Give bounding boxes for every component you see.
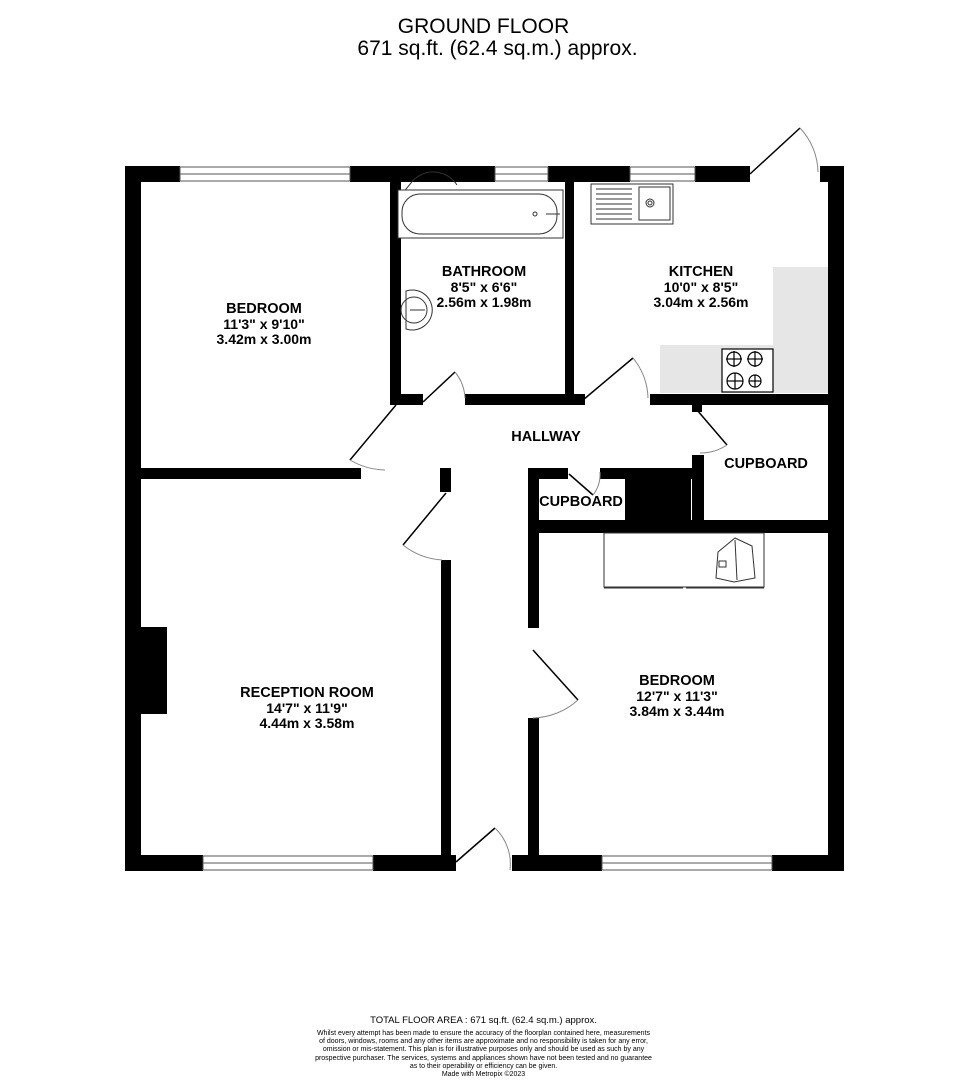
room-dimensions-metric: 3.04m x 2.56m <box>653 294 749 310</box>
room-dimensions-metric: 3.84m x 3.44m <box>629 703 725 719</box>
floor-name: GROUND FLOOR <box>397 15 570 38</box>
room-cupboard-1: CUPBOARD <box>724 457 808 472</box>
windows <box>179 166 773 871</box>
disclaimer-line: of doors, windows, rooms and any other i… <box>319 1038 648 1046</box>
kitchen-worktop <box>660 267 830 393</box>
room-dimensions-metric: 2.56m x 1.98m <box>436 294 532 310</box>
disclaimer-line: prospective purchaser. The services, sys… <box>315 1054 652 1062</box>
disclaimer-line: Whilst every attempt has been made to en… <box>316 1030 651 1037</box>
credit: Made with Metropix ©2023 <box>441 1071 526 1079</box>
room-reception: RECEPTION ROOM 14'7" x 11'9" 4.44m x 3.5… <box>240 686 374 731</box>
room-name: BEDROOM <box>226 301 302 317</box>
doors <box>349 127 819 871</box>
room-dimensions-imperial: 10'0" x 8'5" <box>663 279 739 295</box>
chimney-breast <box>140 627 167 714</box>
room-bedroom-1: BEDROOM 11'3" x 9'10" 3.42m x 3.00m <box>217 302 312 347</box>
room-bathroom: BATHROOM 8'5" x 6'6" 2.56m x 1.98m <box>437 265 532 310</box>
room-bedroom-2: BEDROOM 12'7" x 11'3" 3.84m x 3.44m <box>630 674 725 719</box>
bath-icon <box>397 171 564 239</box>
room-hallway: HALLWAY <box>511 430 581 445</box>
sink-icon <box>590 183 674 225</box>
basin-icon <box>400 289 433 331</box>
hob-icon <box>721 348 774 393</box>
room-dimensions-metric: 4.44m x 3.58m <box>259 715 355 731</box>
room-name: BEDROOM <box>639 673 715 689</box>
room-cupboard-2: CUPBOARD <box>539 495 623 510</box>
room-name: RECEPTION ROOM <box>240 685 374 701</box>
floor-title: GROUND FLOOR 671 sq.ft. (62.4 sq.m.) app… <box>0 16 967 60</box>
room-name: CUPBOARD <box>539 494 623 510</box>
disclaimer-line: as to their operability or efficiency ca… <box>409 1062 558 1070</box>
room-dimensions-imperial: 12'7" x 11'3" <box>636 688 718 704</box>
room-dimensions-imperial: 11'3" x 9'10" <box>223 316 305 332</box>
disclaimer-line: omission or mis-statement. This plan is … <box>322 1046 645 1054</box>
wardrobe-icon <box>603 532 765 589</box>
room-kitchen: KITCHEN 10'0" x 8'5" 3.04m x 2.56m <box>654 265 749 310</box>
room-name: KITCHEN <box>668 264 734 280</box>
room-name: BATHROOM <box>441 264 527 280</box>
room-dimensions-imperial: 8'5" x 6'6" <box>450 279 518 295</box>
disclaimer: Whilst every attempt has been made to en… <box>0 1030 967 1079</box>
room-name: HALLWAY <box>511 429 581 445</box>
room-dimensions-imperial: 14'7" x 11'9" <box>266 700 348 716</box>
floor-area: 671 sq.ft. (62.4 sq.m.) approx. <box>357 37 638 60</box>
total-floor-area: TOTAL FLOOR AREA : 671 sq.ft. (62.4 sq.m… <box>370 1015 597 1026</box>
room-dimensions-metric: 3.42m x 3.00m <box>216 331 312 347</box>
room-name: CUPBOARD <box>724 456 808 472</box>
